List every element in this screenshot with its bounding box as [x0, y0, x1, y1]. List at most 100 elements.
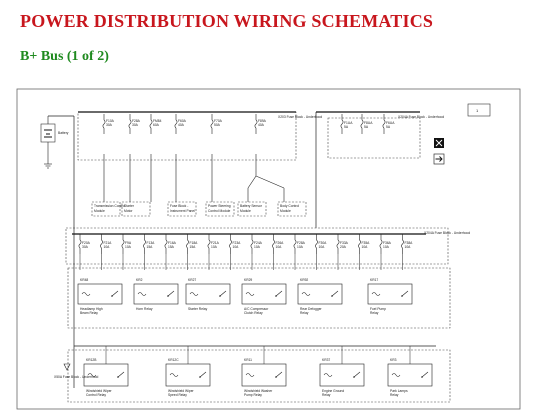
row-fuse-amp: 10A: [362, 245, 369, 249]
row-fuse-7: [229, 234, 232, 254]
page-ref-text: 1: [476, 108, 479, 113]
relay-label: Horn Relay: [136, 307, 153, 311]
row-fuse-id: F26A: [276, 241, 285, 245]
relay-id: KR27: [188, 278, 196, 282]
top-fuse-amp: 40A: [178, 123, 185, 127]
left-fuse-block-label: X50A Fuse Block - Underhood: [54, 375, 99, 379]
cross-icon: [435, 139, 443, 147]
relay-symbol: [297, 283, 343, 305]
relay-label: Pump Relay: [244, 393, 262, 397]
relay-label: A/C Compressor: [244, 307, 269, 311]
component-group: Transmission ControlModuleStarterMotorFu…: [91, 201, 307, 217]
top-fuse-f60a: [174, 114, 178, 134]
relay-label: Control Relay: [86, 393, 106, 397]
right-fuse-id: F8UA: [364, 121, 373, 125]
relay-id: KR48: [80, 278, 88, 282]
relay-label: Headlamp High: [80, 307, 103, 311]
right-fuse-f8ua: [360, 114, 364, 134]
row-fuse-0: [78, 234, 82, 254]
component-label: Instrument Panel: [170, 209, 195, 213]
row-fuse-amp: 10A: [254, 245, 261, 249]
row-fuse-amp: 10A: [211, 245, 218, 249]
component-box: Fuse Block -Instrument Panel: [167, 201, 197, 217]
row-fuse-14: [379, 234, 383, 254]
component-label: Power Steering: [208, 204, 231, 208]
row-fuse-id: F21A: [211, 241, 220, 245]
row-fuse-id: F30A: [319, 241, 328, 245]
right-fuse-f6ua: [382, 114, 386, 134]
relay-label: Relay: [390, 393, 399, 397]
row-fuse-amp: 10A: [319, 245, 326, 249]
row-fuse-id: F16A: [168, 241, 177, 245]
relay-id: KR12B: [86, 358, 97, 362]
component-label: Module: [280, 209, 291, 213]
diagram-frame: [16, 88, 521, 410]
row-fuse-amp: 10A: [233, 245, 240, 249]
row-fuse-2: [121, 234, 125, 254]
relay-label: Relay: [370, 311, 379, 315]
relay-symbol: [77, 283, 123, 305]
page-subtitle: B+ Bus (1 of 2): [20, 49, 109, 64]
relay-label: Windshield Wiper: [168, 389, 195, 393]
fuse-row-group: F20A30AF21A10AF9A10AF13A15AF16A15AF18A15…: [78, 234, 414, 270]
top-fuse-id: F89A: [258, 119, 267, 123]
component-feed-wires: [103, 154, 285, 202]
row-fuse-amp: 30A: [82, 245, 89, 249]
row-fuse-amp: 20A: [340, 245, 347, 249]
component-label: Motor: [124, 209, 133, 213]
row-fuse-9: [272, 234, 275, 254]
page-title: POWER DISTRIBUTION WIRING SCHEMATICS: [20, 11, 434, 31]
top-fuse-id: F60A: [178, 119, 187, 123]
relay-label: Engine Ground: [322, 389, 344, 393]
relay-symbol: [133, 283, 179, 305]
top-fuse-amp: 40A: [258, 123, 265, 127]
schematic-svg: 1 Battery X203 Fuse Block - Underhood F1…: [16, 88, 521, 410]
right-fuse-id: F6UA: [386, 121, 395, 125]
relay-symbol: [367, 283, 413, 305]
top-fuse-fm84: [149, 114, 153, 134]
relay-label: Park Lamps: [390, 389, 408, 393]
top-fuse-id: F10A: [106, 119, 115, 123]
top-fuse-block-label: X203 Fuse Block - Underhood: [278, 115, 322, 119]
top-fuse-amp: 30A: [106, 123, 113, 127]
component-label: Battery Sensor: [240, 204, 263, 208]
row-fuse-amp: 10A: [383, 245, 390, 249]
row-fuse-12: [336, 234, 340, 254]
row-fuse-amp: 15A: [147, 245, 154, 249]
right-fuse-id: F1UA: [344, 121, 353, 125]
top-fuse-group: F10A30AF28A30AFM8460AF60A40AF70A50AF89A4…: [102, 114, 267, 134]
component-label: Module: [94, 209, 105, 213]
row-fuse-4: [164, 234, 168, 254]
row-fuse-id: F38A: [405, 241, 414, 245]
fuse-row-block: [65, 227, 449, 265]
component-label: Transmission Control: [94, 204, 125, 208]
row-fuse-5: [186, 234, 189, 254]
component-label: Control Module: [208, 209, 231, 213]
right-fuse-block-label: X204A Fuse Block - Underhood: [398, 115, 444, 119]
top-fuse-f28a: [128, 114, 132, 134]
relay-symbol: [185, 283, 231, 305]
relay-id: KR12C: [168, 358, 179, 362]
right-fuse-amp: 5A: [364, 125, 369, 129]
component-label: Module: [240, 209, 251, 213]
relay-id: KR11: [244, 358, 252, 362]
mid-relay-block: [67, 267, 451, 329]
relay-label: Starter Relay: [188, 307, 208, 311]
right-fuse-block: [327, 117, 421, 159]
relay-id: KR2: [136, 278, 143, 282]
top-fuse-f89a: [254, 114, 258, 134]
